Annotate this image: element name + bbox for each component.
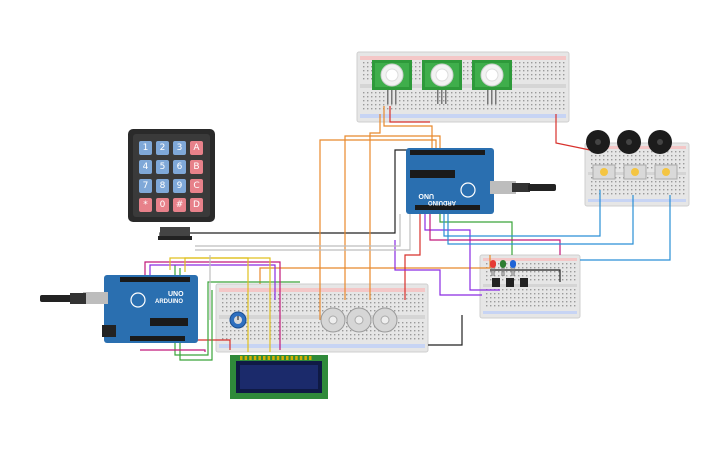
keypad-key-label: 1 — [143, 143, 149, 153]
photoresistor[interactable] — [592, 164, 616, 180]
keypad-key[interactable]: 3 — [173, 141, 186, 155]
keypad-key-label: 2 — [160, 143, 166, 153]
pir-sensors — [372, 60, 512, 104]
lcd-display[interactable] — [230, 355, 328, 399]
photoresistor[interactable] — [654, 164, 678, 180]
keypad-key[interactable]: C — [190, 179, 203, 193]
pir-sensor[interactable] — [422, 60, 462, 104]
keypad-key-label: * — [143, 200, 148, 210]
keypad-key-label: 7 — [143, 181, 149, 191]
potentiometer[interactable] — [229, 311, 247, 329]
keypad-key-label: 0 — [160, 200, 166, 210]
led[interactable] — [510, 260, 516, 276]
pir-sensor[interactable] — [472, 60, 512, 104]
keypad-key[interactable]: * — [139, 198, 152, 212]
buzzer[interactable] — [586, 130, 610, 154]
arduino-right[interactable]: UNO ARDUINO — [406, 148, 556, 214]
keypad-key[interactable]: 6 — [173, 160, 186, 174]
keypad-key-label: 8 — [160, 181, 166, 191]
keypad-key-label: # — [176, 200, 184, 210]
arduino-right-model: UNO — [418, 192, 434, 199]
arduino-left-brand: ARDUINO — [155, 299, 183, 305]
arduino-left[interactable]: ARDUINO UNO — [40, 275, 198, 343]
keypad-key-label: C — [193, 181, 199, 191]
keypad-key-label: B — [193, 162, 199, 172]
servo-motors — [320, 307, 398, 333]
keypad-key-label: D — [193, 200, 200, 210]
keypad-key[interactable]: 2 — [156, 141, 169, 155]
led[interactable] — [500, 260, 506, 276]
keypad-key[interactable]: D — [190, 198, 203, 212]
arduino-left-model: UNO — [168, 291, 184, 298]
keypad-key[interactable]: 5 — [156, 160, 169, 174]
keypad-key[interactable]: 9 — [173, 179, 186, 193]
leds — [490, 260, 516, 276]
buzzer[interactable] — [617, 130, 641, 154]
keypad-key[interactable]: 0 — [156, 198, 169, 212]
keypad-key[interactable]: 7 — [139, 179, 152, 193]
keypad-key[interactable]: 8 — [156, 179, 169, 193]
keypad-key-label: 3 — [177, 143, 183, 153]
keypad-key-label: 5 — [160, 162, 166, 172]
buzzer[interactable] — [648, 130, 672, 154]
servo-motor[interactable] — [372, 307, 398, 333]
keypad-key-label: 6 — [177, 162, 183, 172]
lcd-pins — [240, 356, 312, 360]
keypad-key-label: 4 — [143, 162, 149, 172]
servo-motor[interactable] — [320, 307, 346, 333]
keypad-key[interactable]: # — [173, 198, 186, 212]
keypad-key-label: 9 — [177, 181, 183, 191]
photoresistors — [592, 164, 678, 180]
keypad-key[interactable]: A — [190, 141, 203, 155]
keypad-key[interactable]: B — [190, 160, 203, 174]
keypad-key[interactable]: 1 — [139, 141, 152, 155]
arduino-right-brand: ARDUINO — [428, 199, 456, 205]
photoresistor[interactable] — [623, 164, 647, 180]
keypad-key[interactable]: 4 — [139, 160, 152, 174]
servo-motor[interactable] — [346, 307, 372, 333]
buzzers — [586, 130, 672, 154]
led[interactable] — [490, 260, 496, 276]
pir-sensor[interactable] — [372, 60, 412, 104]
keypad-key-label: A — [193, 143, 200, 153]
transistors — [492, 278, 528, 287]
